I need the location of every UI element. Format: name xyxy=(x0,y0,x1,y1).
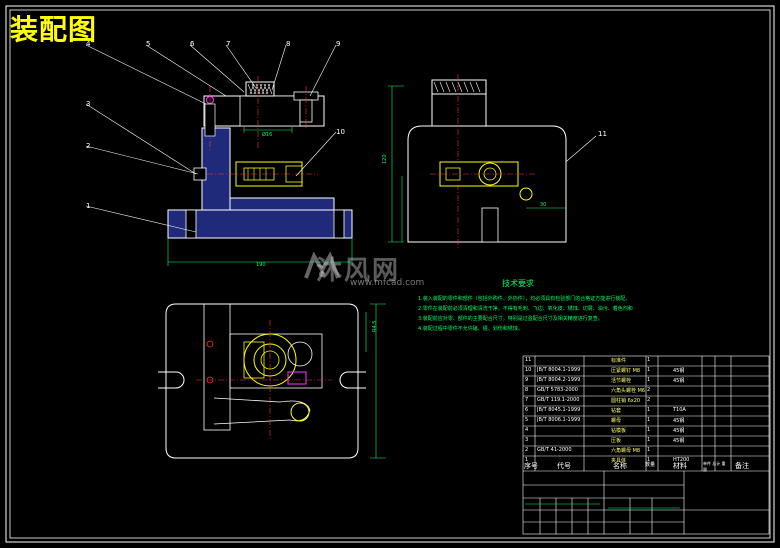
bom-header-material: 材料 xyxy=(673,462,687,470)
balloon-8: 8 xyxy=(286,40,290,48)
bom-header-weight: 单件 总计 重量 xyxy=(703,461,726,472)
svg-text:Ø16: Ø16 xyxy=(262,131,272,138)
bom-title-block-green xyxy=(525,503,680,509)
balloon-9: 9 xyxy=(336,40,340,48)
tech-note: 4.装配过程中零件不允许磕、碰、划伤和锈蚀。 xyxy=(418,326,523,332)
svg-text:190: 190 xyxy=(256,262,266,268)
balloon-3: 3 xyxy=(86,100,90,108)
balloon-7: 7 xyxy=(226,40,230,48)
side-view: 120 30 xyxy=(382,74,567,250)
balloon-2: 2 xyxy=(86,142,90,150)
mfcad-logo-icon xyxy=(304,252,340,279)
watermark-url: www.mfcad.com xyxy=(350,278,425,288)
bom-header-code: 代号 xyxy=(557,462,571,470)
drawing-title: 装配图 xyxy=(10,13,98,46)
balloon-6: 6 xyxy=(190,40,195,48)
tech-requirements-title: 技术要求 xyxy=(502,279,534,288)
balloon-4: 4 xyxy=(86,40,91,48)
bom-header-no: 序号 xyxy=(524,462,538,470)
tech-note: 3.装配前应对零、部件的主要配合尺寸，特别是过盈配合尺寸及相关精度进行复查。 xyxy=(418,316,603,322)
bom-header: 序号 代号 名称 数量 材料 单件 总计 重量 备注 xyxy=(523,459,769,472)
bom-header-name: 名称 xyxy=(613,462,627,470)
inner-border xyxy=(9,9,771,539)
svg-text:120: 120 xyxy=(382,154,388,164)
balloon-1: 1 xyxy=(86,202,90,210)
tech-requirements-notes: 1.装入装配的零件和部件（包括外购件、外协件），均必须具有检验部门的合格证方能进… xyxy=(418,294,633,334)
bom-header-note: 备注 xyxy=(735,462,749,470)
balloon-10: 10 xyxy=(336,128,345,136)
balloon-11: 11 xyxy=(598,130,607,138)
bom-table-lines xyxy=(522,355,770,535)
front-view: Ø16 190 xyxy=(167,76,353,268)
tech-note: 2.零件在装配前必须清理和清洗干净，不得有毛刺、飞边、氧化皮、锈蚀、切屑、油污、… xyxy=(418,306,633,312)
outer-border xyxy=(5,5,775,543)
svg-text:30: 30 xyxy=(540,202,546,208)
svg-text:R4.5: R4.5 xyxy=(372,321,378,332)
tech-note: 1.装入装配的零件和部件（包括外购件、外协件），均必须具有检验部门的合格证方能进… xyxy=(418,296,631,302)
watermark-brand: 沐风网 xyxy=(316,256,401,286)
bom-header-qty: 数量 xyxy=(645,462,656,468)
top-view: R4.5 xyxy=(158,303,386,459)
balloon-labels: 1 2 3 4 5 6 7 8 9 10 11 xyxy=(86,40,607,210)
balloon-5: 5 xyxy=(146,40,150,48)
